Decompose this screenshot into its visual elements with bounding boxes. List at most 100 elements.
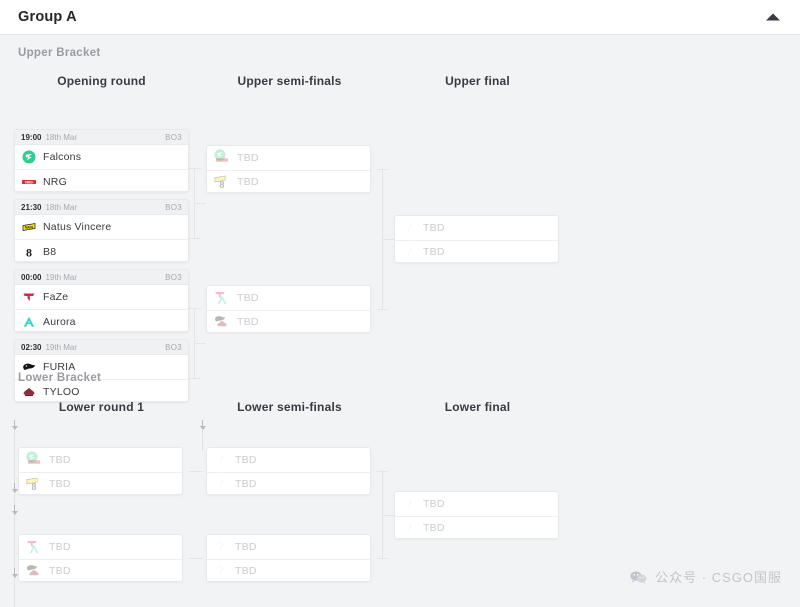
- match-card[interactable]: 19:00 18th Mar BO3 Falcons NRG NRG: [14, 129, 189, 192]
- b8-logo: 8: [216, 177, 228, 191]
- faze-logo: [26, 537, 38, 549]
- b8-logo: 8: [28, 479, 40, 493]
- arrow-down-icon: [11, 511, 18, 515]
- team-name: TYLOO: [43, 385, 80, 398]
- team-row[interactable]: 8 TBD: [207, 170, 370, 192]
- team-name: TBD: [49, 478, 71, 490]
- team-row[interactable]: TBD: [19, 535, 182, 559]
- chevron-up-icon[interactable]: [766, 13, 780, 21]
- team-row[interactable]: TBD: [207, 146, 370, 170]
- nrg-logo: [216, 153, 228, 165]
- nrg-logo: NRG: [22, 175, 36, 189]
- b8-logo: 8: [22, 245, 36, 259]
- match-time: 19:00: [21, 132, 42, 142]
- aurora-logo: [22, 315, 36, 329]
- match-date: 19th Mar: [45, 272, 78, 282]
- team-row[interactable]: TBD: [19, 448, 182, 472]
- connector: [382, 515, 394, 516]
- match-card[interactable]: 00:00 19th Mar BO3 FaZe Aurora: [14, 269, 189, 332]
- match-card[interactable]: TBD TBD: [206, 285, 371, 333]
- question-mark-icon: ?: [218, 476, 224, 491]
- connector: [189, 308, 201, 309]
- team-row[interactable]: ? TBD: [207, 535, 370, 559]
- svg-text:8: 8: [26, 245, 32, 259]
- round-label-lower-final: Lower final: [444, 400, 511, 414]
- team-row[interactable]: FURIA: [15, 355, 188, 379]
- team-name: NRG: [43, 175, 67, 188]
- feeder-arrow-stem: [14, 483, 15, 489]
- round-label-upper-final: Upper final: [445, 74, 510, 88]
- match-card[interactable]: ? TBD ? TBD: [206, 534, 371, 582]
- connector: [194, 343, 206, 344]
- team-row[interactable]: NRG NRG: [15, 169, 188, 191]
- team-row[interactable]: ? TBD: [207, 448, 370, 472]
- team-row[interactable]: TBD: [19, 559, 182, 581]
- match-card[interactable]: TBD 8 TBD: [18, 447, 183, 495]
- team-name: TBD: [423, 522, 445, 534]
- team-name: FURIA: [43, 361, 76, 373]
- match-card[interactable]: ? TBD ? TBD: [394, 491, 559, 539]
- team-row[interactable]: ? TBD: [207, 472, 370, 494]
- team-row[interactable]: Aurora: [15, 309, 188, 331]
- team-name: TBD: [49, 454, 71, 466]
- team-row[interactable]: TYLOO: [15, 379, 188, 401]
- match-date: 18th Mar: [45, 202, 78, 212]
- team-name: TBD: [237, 316, 259, 328]
- team-row[interactable]: NAVI Natus Vincere: [15, 215, 188, 239]
- match-date: 18th Mar: [45, 132, 78, 142]
- question-mark-icon: ?: [406, 220, 412, 235]
- match-card[interactable]: TBD 8 TBD: [206, 145, 371, 193]
- question-mark-icon: ?: [406, 520, 412, 535]
- team-name: TBD: [235, 454, 257, 466]
- team-row[interactable]: TBD: [207, 286, 370, 310]
- team-row[interactable]: 8 TBD: [19, 472, 182, 494]
- qualifier-logos: [26, 563, 42, 579]
- connector: [189, 168, 201, 169]
- match-time: 00:00: [21, 272, 42, 282]
- qualifier-logos: 8: [26, 474, 42, 493]
- match-header: 00:00 19th Mar BO3: [15, 270, 188, 285]
- qualifier-logos: [214, 314, 230, 330]
- team-name: FaZe: [43, 291, 69, 303]
- question-mark-icon: ?: [218, 539, 224, 554]
- team-row[interactable]: ? TBD: [395, 240, 558, 262]
- feeder-arrow-stem: [14, 505, 15, 511]
- team-row[interactable]: ? TBD: [395, 216, 558, 240]
- faze-logo: [214, 288, 226, 300]
- question-mark-icon: ?: [218, 563, 224, 578]
- match-time: 21:30: [21, 202, 42, 212]
- team-row[interactable]: ? TBD: [395, 516, 558, 538]
- bracket-canvas: Upper Bracket Opening round Upper semi-f…: [0, 35, 800, 607]
- team-row[interactable]: TBD: [207, 310, 370, 332]
- team-row[interactable]: ? TBD: [207, 559, 370, 581]
- team-name: TBD: [237, 152, 259, 164]
- qualifier-logos: [26, 539, 42, 555]
- match-card[interactable]: ? TBD ? TBD: [206, 447, 371, 495]
- team-name: TBD: [235, 565, 257, 577]
- team-name: Aurora: [43, 315, 76, 328]
- team-name: Falcons: [43, 151, 82, 163]
- team-row[interactable]: 8 B8: [15, 239, 188, 261]
- team-row[interactable]: FaZe: [15, 285, 188, 309]
- svg-text:8: 8: [219, 180, 224, 190]
- page-title: Group A: [18, 9, 77, 25]
- team-row[interactable]: Falcons: [15, 145, 188, 169]
- match-card[interactable]: TBD TBD: [18, 534, 183, 582]
- furia-logo: [26, 561, 38, 573]
- feeder-arrow-stem: [202, 420, 203, 426]
- match-card[interactable]: 02:30 19th Mar BO3 FURIA TYLOO: [14, 339, 189, 402]
- match-card[interactable]: 21:30 18th Mar BO3 NAVI Natus Vincere 8 …: [14, 199, 189, 262]
- match-header: 21:30 18th Mar BO3: [15, 200, 188, 215]
- feeder-arrow-stem: [14, 420, 15, 426]
- faze-logo: [22, 290, 36, 304]
- falcons-logo: [22, 150, 36, 164]
- match-card[interactable]: ? TBD ? TBD: [394, 215, 559, 263]
- team-row[interactable]: ? TBD: [395, 492, 558, 516]
- navi-logo: [26, 474, 38, 486]
- watermark-text: 公众号 · CSGO国服: [655, 570, 782, 585]
- connector: [377, 558, 388, 559]
- question-mark-icon: ?: [406, 496, 412, 511]
- team-name: TBD: [235, 478, 257, 490]
- svg-text:8: 8: [31, 482, 36, 492]
- round-label-lower-semis: Lower semi-finals: [237, 400, 342, 414]
